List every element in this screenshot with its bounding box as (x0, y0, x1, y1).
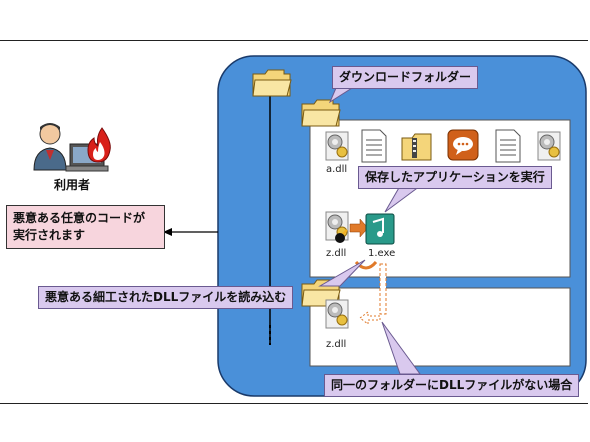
document-icon (361, 129, 387, 163)
callout-pointer (318, 259, 366, 287)
search-path (379, 263, 387, 315)
bomb-icon (335, 229, 348, 243)
folder-icon (301, 99, 341, 127)
other-folder-panel (309, 287, 571, 367)
user-pc-icon (33, 123, 109, 172)
no-dll-callout: 同一のフォルダーにDLLファイルがない場合 (324, 374, 580, 397)
search-arrow (359, 311, 381, 325)
malicious-code-box: 悪意ある任意のコードが 実行されます (6, 205, 165, 249)
gear-dll-icon (325, 211, 349, 241)
file-name-exe: 1.exe (368, 248, 396, 259)
gear-dll-icon (537, 131, 561, 161)
fire-icon (87, 127, 111, 163)
file-name-z-dll-bottom: z.dll (326, 339, 347, 350)
music-exe-icon (365, 213, 395, 245)
file-name-z-dll-top: z.dll (326, 248, 347, 259)
folder-icon (252, 69, 292, 97)
zip-icon (401, 133, 432, 161)
chat-icon (447, 129, 479, 161)
download-folder-panel (309, 119, 571, 278)
malicious-dll-load-callout: 悪意ある細工されたDLLファイルを読み込む (38, 286, 294, 309)
result-arrowhead (163, 228, 172, 236)
document-icon (495, 129, 521, 163)
user-label: 利用者 (54, 178, 91, 192)
gear-dll-icon (325, 299, 349, 329)
file-name-a-dll: a.dll (326, 164, 348, 175)
save-and-run-callout: 保存したアプリケーションを実行 (358, 166, 552, 189)
load-arrow (349, 218, 369, 238)
gear-dll-icon (325, 131, 349, 161)
download-folder-callout: ダウンロードフォルダー (332, 66, 479, 89)
